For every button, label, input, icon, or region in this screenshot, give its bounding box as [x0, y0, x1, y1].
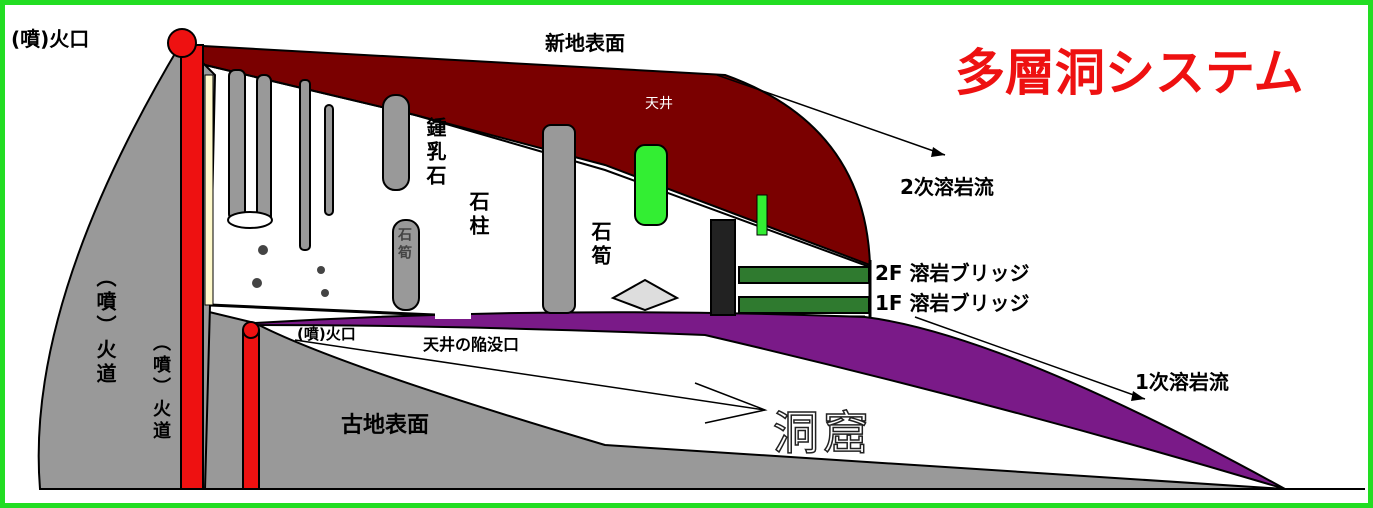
label-secondary-flow: 2次溶岩流 [900, 175, 994, 199]
stone-pillar [542, 124, 576, 314]
label-old-surface: 古地表面 [341, 413, 430, 438]
cave-arrow-head [694, 382, 768, 424]
main-conduit [180, 44, 204, 490]
main-vent-dot [167, 28, 197, 58]
stalactite-2 [256, 74, 272, 226]
stalactite-tip [227, 211, 273, 229]
label-vent-top: (噴)火口 [11, 27, 90, 51]
volcano-slope [37, 44, 217, 490]
drip-dot [321, 289, 329, 297]
drip-column [299, 79, 311, 251]
cave-arrow [294, 339, 766, 411]
old-ground-wedge [178, 303, 1286, 490]
dark-pillar [710, 219, 736, 316]
stalagmite-gap [435, 303, 471, 319]
label-conduit-left: （噴）火道 [93, 267, 117, 387]
green-formation-small [756, 194, 768, 236]
green-formation [634, 144, 668, 226]
label-stalagmite: 石筍 [588, 221, 612, 269]
label-conduit-right: （噴）火道 [150, 333, 171, 443]
stalactite-big [382, 94, 410, 191]
label-bridge-2f: 2F 溶岩ブリッジ [875, 261, 1030, 285]
label-vent-lower: (噴)火口 [297, 325, 356, 343]
label-stalactite: 鍾乳石 [423, 117, 447, 189]
label-stone-pillar: 石柱 [466, 191, 490, 239]
label-cave: 洞窟 [772, 405, 873, 461]
label-bridge-1f: 1F 溶岩ブリッジ [875, 291, 1030, 315]
drip-dot [252, 278, 262, 288]
drip-dot [317, 266, 325, 274]
stalagmite-basin [610, 278, 680, 312]
stalactite-1 [228, 69, 246, 221]
primary-flow-arrow [914, 316, 1146, 400]
secondary-vent-dot [242, 321, 260, 339]
label-collapse-hole: 天井の陥没口 [423, 335, 520, 354]
secondary-conduit [242, 329, 260, 490]
lava-bridge-1f [738, 296, 870, 314]
conduit-lining [204, 74, 214, 306]
secondary-flow-arrowhead [931, 147, 945, 157]
drip-column-2 [324, 104, 334, 216]
label-stalagmite-small: 石筍 [396, 227, 412, 263]
drip-dot [258, 245, 268, 255]
label-ceiling: 天井 [645, 96, 673, 112]
diagram-title: 多層洞システム [955, 44, 1304, 102]
label-new-surface: 新地表面 [545, 31, 625, 55]
label-primary-flow: 1次溶岩流 [1135, 370, 1229, 394]
stalagmite-small [392, 219, 420, 311]
cave-cross-section [37, 28, 1365, 490]
lava-bridge-2f [738, 266, 870, 284]
secondary-flow-arrow [716, 74, 946, 156]
primary-flow-arrowhead [1131, 391, 1145, 401]
